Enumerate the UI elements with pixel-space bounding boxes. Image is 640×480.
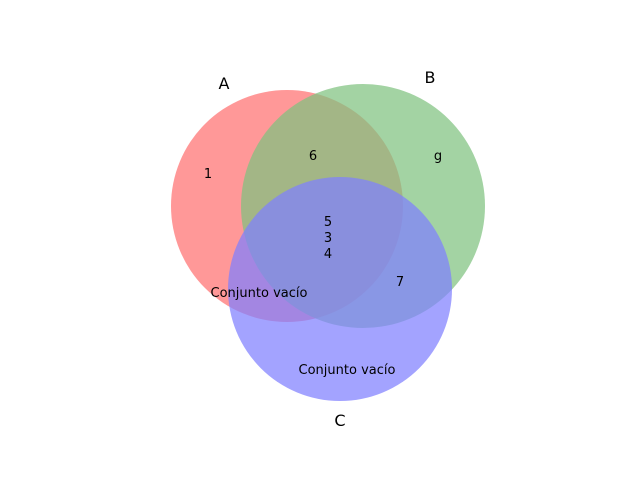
- set-c-circle: [228, 177, 452, 401]
- region-c-only-item: Conjunto vacío: [299, 363, 396, 378]
- region-bc-only-item: 7: [396, 275, 404, 290]
- region-abc-item: 3: [324, 231, 332, 246]
- region-abc-item: 4: [324, 247, 332, 262]
- region-abc-item: 5: [324, 215, 332, 230]
- set-c-label: C: [334, 411, 345, 430]
- region-ac-only-item: Conjunto vacío: [211, 286, 308, 301]
- region-a-only-item: 1: [204, 167, 212, 182]
- set-a-label: A: [219, 74, 230, 93]
- region-ab-only-item: 6: [309, 149, 317, 164]
- set-b-label: B: [425, 68, 436, 87]
- region-b-only-item: g: [434, 149, 442, 164]
